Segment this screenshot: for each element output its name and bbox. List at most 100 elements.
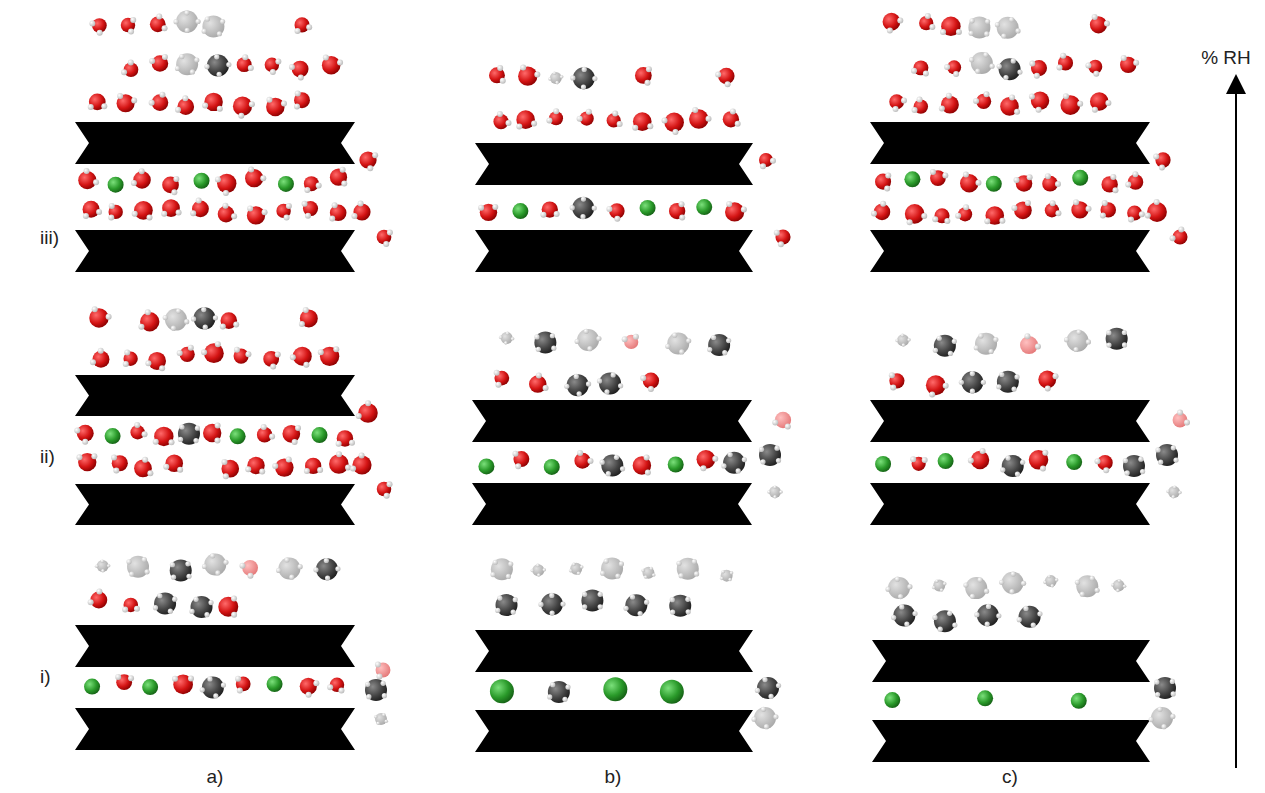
molecule (478, 204, 498, 221)
molecule (218, 596, 238, 618)
clay-layer (75, 708, 355, 750)
clay-layer (870, 400, 1150, 442)
molecule (276, 203, 292, 221)
molecule (350, 452, 372, 474)
molecule (161, 199, 181, 217)
molecule (239, 560, 258, 579)
clay-layer (472, 483, 752, 525)
molecule (299, 307, 318, 327)
molecule (1090, 14, 1110, 33)
molecule (1120, 55, 1139, 73)
molecule (968, 16, 990, 38)
clay-layer (870, 483, 1150, 525)
molecule (1056, 53, 1073, 71)
molecule (221, 459, 239, 479)
molecule (74, 425, 93, 445)
molecule (969, 52, 995, 74)
axis-label: % RH (1201, 47, 1251, 69)
molecule (932, 610, 957, 632)
clay-layer (75, 625, 355, 667)
molecule (138, 309, 159, 331)
clay-layer (75, 230, 355, 272)
molecule (640, 373, 659, 392)
molecule (149, 54, 168, 72)
molecule (499, 332, 514, 345)
molecule (247, 205, 268, 224)
molecule (234, 347, 252, 364)
molecule (131, 168, 151, 189)
molecule (194, 173, 210, 189)
molecule (940, 17, 962, 37)
molecule (1154, 677, 1176, 699)
molecule (201, 341, 224, 363)
molecule (721, 452, 747, 474)
molecule (111, 455, 128, 474)
molecule (995, 17, 1021, 39)
clay-layer (75, 375, 355, 416)
molecule (170, 560, 192, 582)
molecule (707, 334, 731, 356)
molecule (245, 167, 266, 188)
molecule (1000, 455, 1025, 477)
molecule (1085, 60, 1102, 77)
molecule (984, 206, 1005, 225)
molecule (175, 95, 194, 115)
molecule (640, 200, 656, 216)
molecule (939, 93, 959, 114)
molecule (884, 692, 900, 708)
molecule (871, 201, 890, 220)
molecule (885, 577, 912, 600)
molecule (538, 593, 565, 616)
molecule (178, 423, 200, 445)
molecule (759, 153, 776, 169)
molecule (973, 91, 991, 109)
molecule (142, 679, 158, 695)
molecule (910, 456, 928, 471)
molecule (108, 177, 124, 193)
molecule (330, 167, 347, 187)
molecule (1166, 485, 1182, 498)
row-label: ii) (40, 446, 55, 468)
molecule (1013, 174, 1032, 191)
molecule (889, 94, 907, 112)
molecule (1020, 333, 1041, 354)
row-label: i) (40, 666, 51, 688)
molecule (546, 108, 563, 125)
molecule (720, 570, 733, 582)
molecule (173, 10, 200, 33)
molecule (1029, 60, 1047, 79)
molecule (665, 333, 691, 355)
molecule (105, 428, 121, 444)
molecule (1111, 579, 1127, 592)
molecule (1066, 454, 1082, 470)
molecule (633, 455, 652, 476)
molecule (375, 662, 390, 680)
molecule (1094, 455, 1112, 473)
molecule (996, 371, 1019, 393)
molecule (108, 203, 123, 221)
molecule (904, 171, 920, 187)
molecule (162, 176, 179, 195)
molecule (289, 61, 309, 81)
molecule (304, 458, 323, 474)
molecule (723, 108, 741, 127)
molecule (600, 558, 624, 580)
molecule (202, 553, 229, 575)
molecule (1045, 200, 1062, 217)
molecule (676, 558, 699, 580)
molecule (1153, 152, 1170, 170)
molecule (329, 202, 346, 221)
clay-layer (475, 230, 753, 272)
molecule (1101, 174, 1118, 193)
molecule (968, 448, 989, 469)
molecule (632, 112, 653, 131)
molecule (569, 563, 584, 575)
molecule (622, 334, 639, 349)
molecule (891, 604, 918, 626)
molecule (235, 676, 250, 694)
molecule (1072, 170, 1088, 186)
molecule (933, 335, 957, 357)
molecule (203, 423, 221, 444)
molecule (1038, 371, 1058, 392)
molecule (302, 201, 318, 219)
